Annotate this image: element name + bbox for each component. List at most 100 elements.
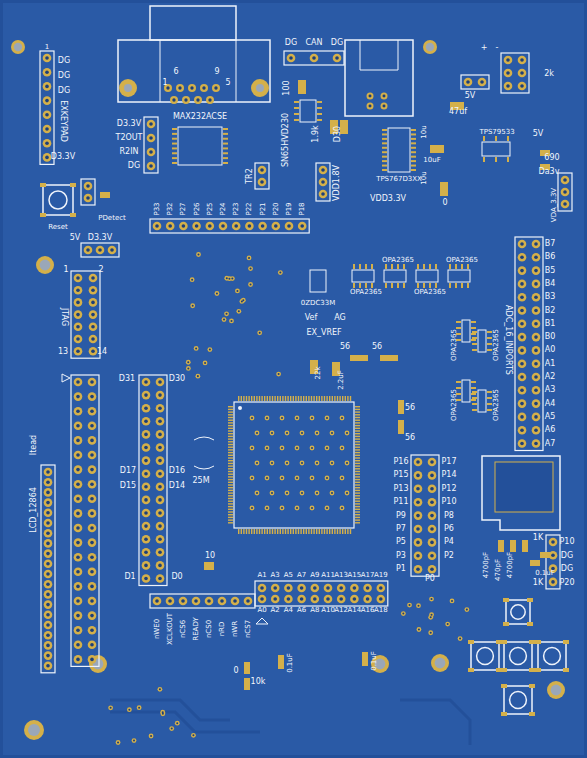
pad <box>325 416 330 421</box>
header-outline <box>284 51 344 65</box>
smd-pad <box>461 264 463 269</box>
drill-hole <box>144 564 148 568</box>
pad <box>561 176 570 185</box>
pad <box>350 584 359 593</box>
pad <box>186 366 191 371</box>
header-pins <box>504 56 527 91</box>
qfp-pin <box>355 484 360 485</box>
chip-outline <box>478 390 486 412</box>
qfp-pin <box>355 447 360 448</box>
silkscreen-label: D15 <box>120 482 136 490</box>
qfp-pin <box>355 433 360 434</box>
drill-hole <box>339 597 343 601</box>
mounting-drill <box>28 724 40 736</box>
pad <box>74 451 83 460</box>
pad <box>428 498 437 507</box>
drill-hole <box>416 554 420 558</box>
drill-hole <box>46 470 50 474</box>
smd-pad <box>535 640 541 644</box>
silkscreen-label: D3.3V <box>117 120 141 128</box>
pad <box>88 597 97 606</box>
pad <box>43 68 52 77</box>
qfp-pin <box>254 396 255 401</box>
drill-hole <box>158 511 162 515</box>
pad <box>532 413 541 422</box>
drill-hole <box>273 597 277 601</box>
drill-hole <box>155 599 159 603</box>
silkscreen-label: P21 <box>259 202 266 215</box>
smd-pad <box>365 264 367 269</box>
pad <box>428 458 437 467</box>
drill-hole <box>256 432 258 434</box>
silkscreen-label: - <box>496 44 499 52</box>
drill-hole <box>534 402 538 406</box>
smd-pad <box>294 113 299 115</box>
pad <box>532 266 541 275</box>
drill-hole <box>90 526 94 530</box>
drill-hole <box>520 375 524 379</box>
pad <box>518 293 527 302</box>
pad <box>191 733 196 738</box>
qfp-pin <box>339 529 340 534</box>
smd-pad <box>317 107 322 109</box>
smd-pad <box>411 151 416 153</box>
drill-hole <box>76 512 80 516</box>
smd-pad <box>449 283 451 288</box>
pad <box>310 506 315 511</box>
smd-pad <box>529 684 535 688</box>
smd-pad <box>461 283 463 288</box>
qfp-pin <box>329 529 330 534</box>
drill-hole <box>520 282 524 286</box>
drill-hole <box>534 242 538 246</box>
drill-hole <box>416 487 420 491</box>
drill-hole <box>520 322 524 326</box>
silkscreen-label: 690 <box>544 154 559 162</box>
pad <box>89 310 98 319</box>
drill-hole <box>431 598 433 600</box>
silkscreen-label: nCS6 <box>180 620 187 638</box>
smd-pad <box>365 283 367 288</box>
drill-hole <box>251 447 253 449</box>
qfp-pin <box>269 396 270 401</box>
pad <box>381 103 388 110</box>
pad <box>88 480 97 489</box>
pad <box>295 506 300 511</box>
pad <box>147 162 156 171</box>
silkscreen-label: P23 <box>233 202 240 215</box>
qfp-pin <box>228 498 233 499</box>
smd-pad <box>495 157 497 162</box>
qfp-pin <box>326 529 327 534</box>
qfp-pin <box>355 441 360 442</box>
pad <box>142 456 151 465</box>
drill-hole <box>158 550 162 554</box>
pad <box>206 222 215 231</box>
smd-pad <box>100 192 110 198</box>
pad <box>325 506 330 511</box>
pad <box>89 274 98 283</box>
drill-hole <box>90 453 94 457</box>
drill-hole <box>520 255 524 259</box>
drill-hole <box>366 597 370 601</box>
drill-hole <box>416 567 420 571</box>
db9-line <box>160 40 161 102</box>
mounting-hole <box>11 40 25 54</box>
drill-hole <box>316 432 318 434</box>
drill-hole <box>248 224 252 228</box>
silkscreen-label: P15 <box>393 471 408 479</box>
pad <box>74 495 83 504</box>
smd-pad <box>449 264 451 269</box>
drill-hole <box>326 417 328 419</box>
drill-hole <box>90 424 94 428</box>
drill-hole <box>296 417 298 419</box>
silkscreen-label: P1 <box>396 565 406 573</box>
smd-pad <box>223 128 228 130</box>
pad <box>428 471 437 480</box>
silkscreen-label: P19 <box>286 202 293 215</box>
drill-hole <box>158 433 162 437</box>
qfp-pin <box>347 396 348 401</box>
drill-hole <box>209 349 211 351</box>
smd-pad <box>294 101 299 103</box>
silkscreen-label: T2OUT <box>115 134 142 142</box>
drill-hole <box>195 347 197 349</box>
drill-hole <box>271 432 273 434</box>
